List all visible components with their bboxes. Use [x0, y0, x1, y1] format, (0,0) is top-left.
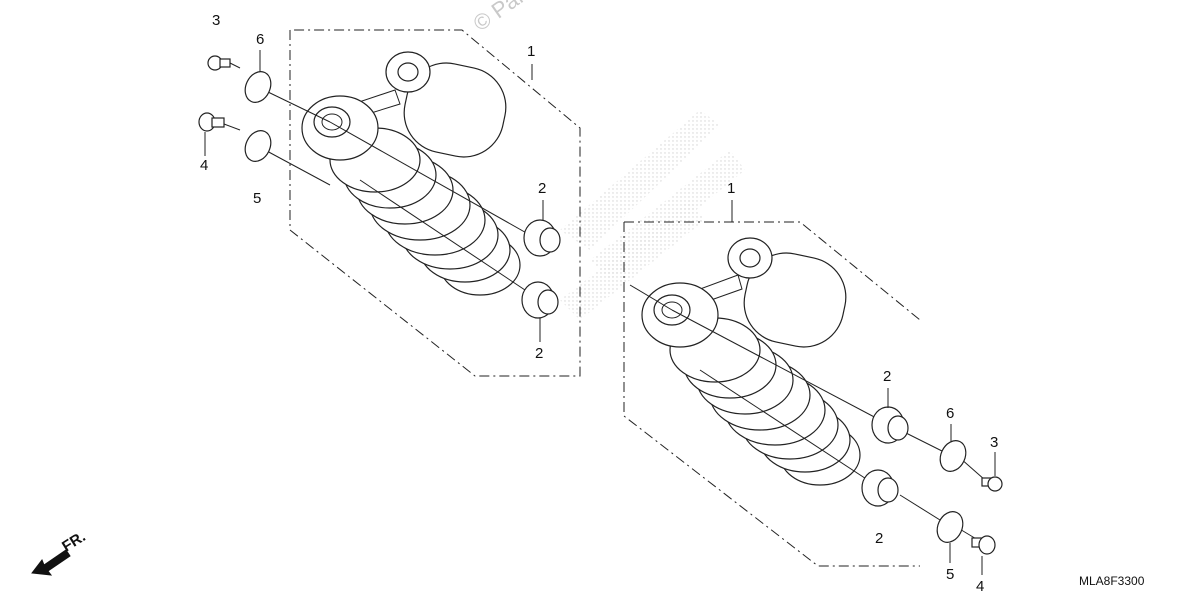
callout-2-right-upper: 2 [883, 368, 891, 385]
callout-2-right-lower: 2 [875, 530, 883, 547]
callout-4-left: 4 [200, 157, 208, 174]
right-bolt-3 [981, 476, 1003, 492]
callout-1-right: 1 [727, 180, 735, 197]
left-washer-6 [244, 71, 272, 103]
arrow-down-left-icon [31, 549, 71, 576]
right-bushing-upper [871, 406, 909, 444]
left-group-frame [289, 29, 581, 377]
callout-4-right: 4 [976, 578, 984, 595]
callout-2-left-upper: 2 [538, 180, 546, 197]
right-top-mount [641, 282, 719, 348]
callout-2-left-lower: 2 [535, 345, 543, 362]
left-bushing-upper [523, 219, 561, 257]
right-bushing-lower [861, 469, 899, 507]
left-bushing-lower [521, 281, 559, 319]
right-spring [669, 317, 861, 486]
left-shock-assembly: 3 6 4 5 1 2 2 [198, 12, 581, 377]
callout-5-left: 5 [253, 190, 261, 207]
right-reservoir [691, 237, 847, 348]
background-logo [560, 110, 745, 320]
right-washer-5 [936, 511, 964, 543]
diagram-code: MLA8F3300 [1079, 574, 1145, 588]
callout-3-right: 3 [990, 434, 998, 451]
left-bolt-3 [207, 55, 241, 71]
right-washer-6 [939, 440, 967, 472]
callout-6-right: 6 [946, 405, 954, 422]
callout-5-right: 5 [946, 566, 954, 583]
right-shock-assembly: 1 2 6 3 2 5 4 [623, 180, 1003, 595]
left-reservoir [349, 51, 507, 158]
callout-1-left: 1 [527, 43, 535, 60]
front-direction-indicator: FR. [31, 528, 89, 576]
left-washer-5 [244, 130, 272, 162]
callout-3-left: 3 [212, 12, 220, 29]
left-spring [329, 127, 521, 296]
left-bolt-4 [198, 112, 241, 132]
callout-6-left: 6 [256, 31, 264, 48]
right-bolt-4 [971, 535, 996, 555]
watermark-text: © Partzilla [469, 0, 566, 36]
